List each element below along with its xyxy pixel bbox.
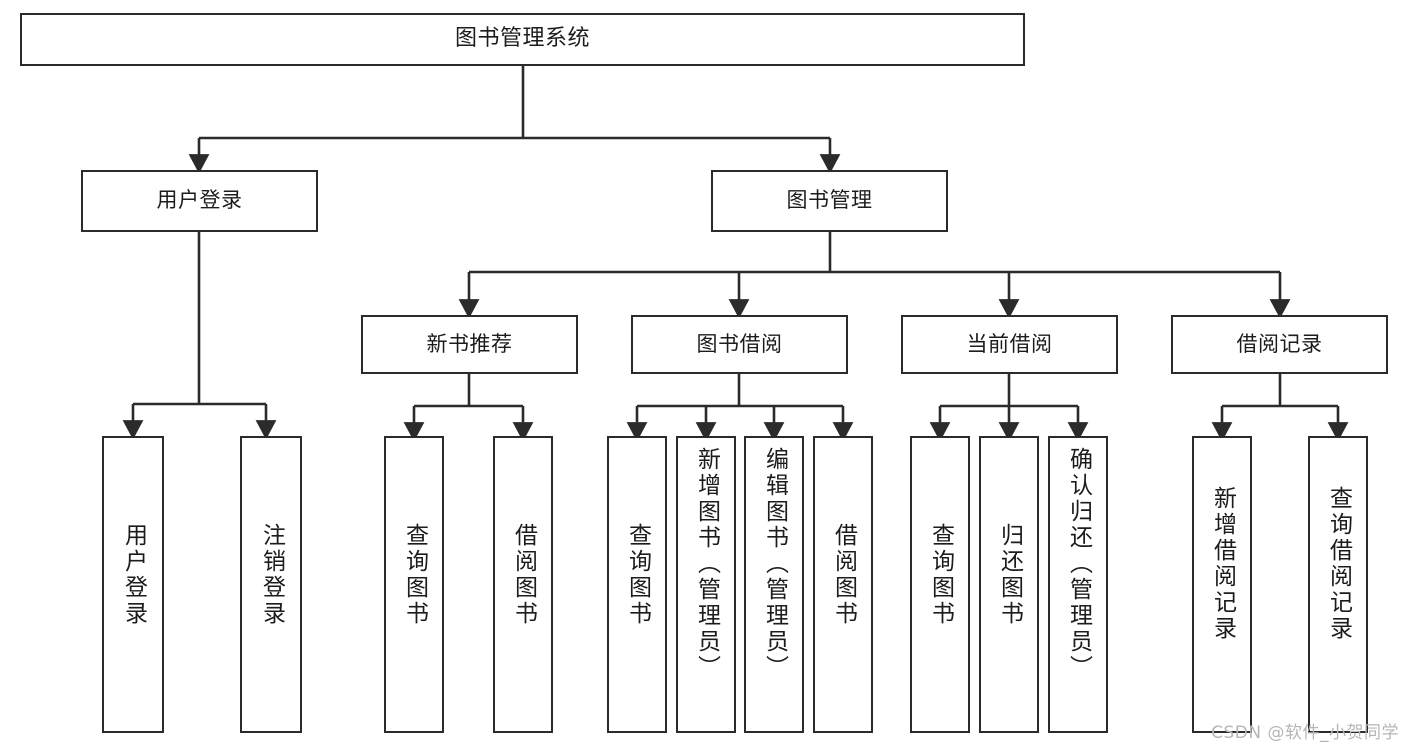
node-book-manage-label: 图书管理 [786,188,873,213]
node-leaf-13-label: 查询借阅记录 [1325,486,1352,642]
node-borrow-record[interactable]: 借阅记录 [1171,315,1388,374]
node-leaf-3[interactable]: 查询图书 [384,436,444,733]
node-root-label: 图书管理系统 [454,26,590,52]
node-current-borrow-label: 当前借阅 [966,331,1053,356]
node-leaf-6-label: 新增图书（管理员） [693,447,720,681]
node-leaf-8-label: 借阅图书 [830,523,857,627]
node-leaf-2[interactable]: 注销登录 [240,436,302,733]
node-leaf-5-label: 查询图书 [624,523,651,627]
node-book-manage[interactable]: 图书管理 [711,170,948,232]
node-book-borrow[interactable]: 图书借阅 [631,315,848,374]
node-leaf-9-label: 查询图书 [927,523,954,627]
node-leaf-6[interactable]: 新增图书（管理员） [676,436,736,733]
node-leaf-11[interactable]: 确认归还（管理员） [1048,436,1108,733]
node-leaf-10-label: 归还图书 [996,523,1023,627]
node-leaf-9[interactable]: 查询图书 [910,436,970,733]
node-leaf-2-label: 注销登录 [258,523,285,627]
node-leaf-1[interactable]: 用户登录 [102,436,164,733]
node-leaf-5[interactable]: 查询图书 [607,436,667,733]
node-user-login-label: 用户登录 [156,188,243,213]
node-current-borrow[interactable]: 当前借阅 [901,315,1118,374]
node-leaf-8[interactable]: 借阅图书 [813,436,873,733]
node-leaf-3-label: 查询图书 [401,523,428,627]
node-leaf-7-label: 编辑图书（管理员） [761,447,788,681]
watermark-text: CSDN @软件_小贺同学 [1211,723,1399,743]
node-leaf-12-label: 新增借阅记录 [1209,486,1236,642]
node-new-book-rec[interactable]: 新书推荐 [361,315,578,374]
node-leaf-4-label: 借阅图书 [510,523,537,627]
node-leaf-1-label: 用户登录 [120,523,147,627]
node-new-book-rec-label: 新书推荐 [426,331,513,356]
node-leaf-4[interactable]: 借阅图书 [493,436,553,733]
node-user-login[interactable]: 用户登录 [81,170,318,232]
node-book-borrow-label: 图书借阅 [696,331,783,356]
node-leaf-13[interactable]: 查询借阅记录 [1308,436,1368,733]
node-leaf-12[interactable]: 新增借阅记录 [1192,436,1252,733]
node-leaf-10[interactable]: 归还图书 [979,436,1039,733]
node-borrow-record-label: 借阅记录 [1236,331,1323,356]
node-leaf-7[interactable]: 编辑图书（管理员） [744,436,804,733]
node-root[interactable]: 图书管理系统 [20,13,1025,66]
node-leaf-11-label: 确认归还（管理员） [1065,447,1092,681]
